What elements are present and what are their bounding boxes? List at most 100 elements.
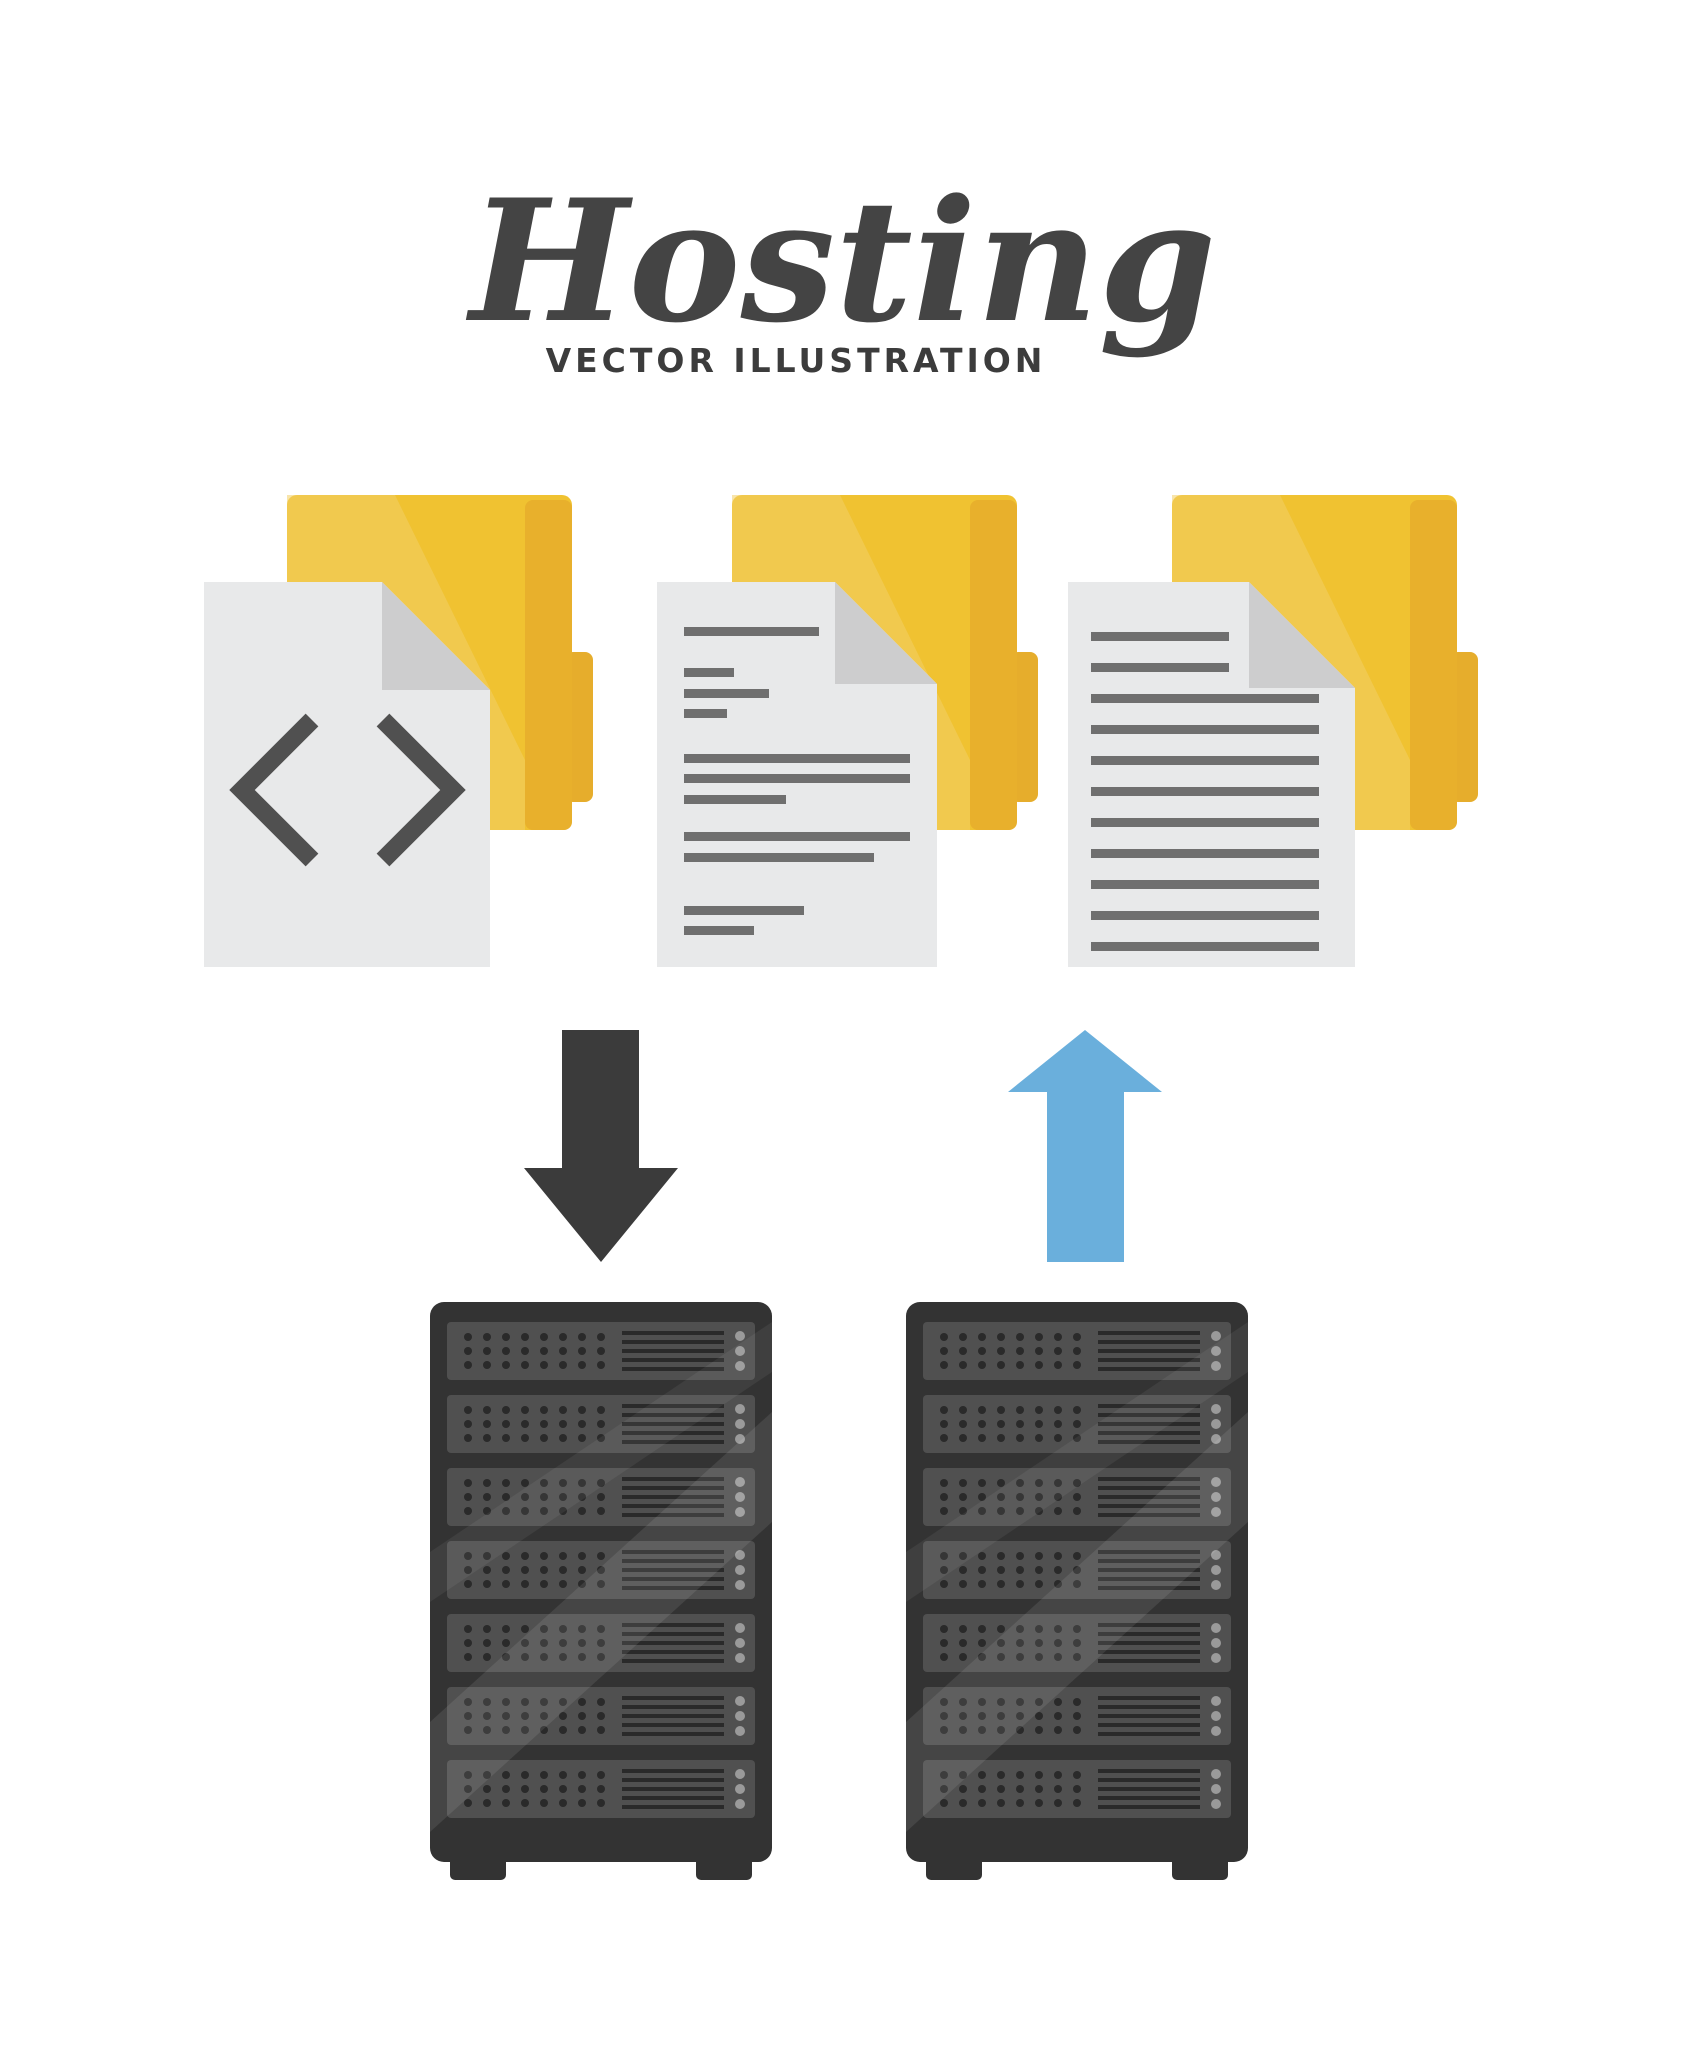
- vent-dot: [597, 1333, 605, 1341]
- drive-line: [1098, 1732, 1200, 1736]
- drive-line: [622, 1440, 724, 1444]
- glass-shine: [906, 1322, 1248, 1602]
- vent-dot: [483, 1507, 491, 1515]
- vent-dot: [521, 1566, 529, 1574]
- vent-dot: [483, 1434, 491, 1442]
- vent-dot: [959, 1361, 967, 1369]
- server-unit: [923, 1687, 1231, 1745]
- vent-dot: [1016, 1493, 1024, 1501]
- status-led: [735, 1550, 745, 1560]
- vent-dot: [959, 1785, 967, 1793]
- vent-dot: [940, 1347, 948, 1355]
- vent-dot: [1035, 1434, 1043, 1442]
- vent-dot: [578, 1493, 586, 1501]
- vent-dot: [1054, 1333, 1062, 1341]
- vent-dot: [597, 1625, 605, 1633]
- vent-dot: [978, 1625, 986, 1633]
- text-line: [1091, 942, 1319, 951]
- text-line: [684, 627, 819, 636]
- vent-dot: [1073, 1653, 1081, 1661]
- vent-dot: [559, 1361, 567, 1369]
- vent-dot: [540, 1361, 548, 1369]
- vent-dot: [1054, 1566, 1062, 1574]
- vent-dot: [978, 1434, 986, 1442]
- drive-line: [622, 1504, 724, 1508]
- drive-line: [622, 1769, 724, 1773]
- vent-dot: [1016, 1361, 1024, 1369]
- vent-dot: [578, 1639, 586, 1647]
- text-line: [684, 832, 910, 841]
- drive-line: [622, 1486, 724, 1490]
- vent-dot: [540, 1420, 548, 1428]
- server-unit: [923, 1395, 1231, 1453]
- vent-dot: [997, 1434, 1005, 1442]
- server-unit: [447, 1322, 755, 1380]
- vent-dot: [578, 1361, 586, 1369]
- drive-line: [1098, 1331, 1200, 1335]
- vent-dot: [997, 1726, 1005, 1734]
- vent-dot: [521, 1799, 529, 1807]
- vent-dot: [959, 1771, 967, 1779]
- vent-dot: [578, 1785, 586, 1793]
- vent-dot: [959, 1333, 967, 1341]
- vent-dot: [597, 1712, 605, 1720]
- vent-dot: [540, 1639, 548, 1647]
- vent-dot: [521, 1420, 529, 1428]
- vent-dot: [559, 1653, 567, 1661]
- status-led: [1211, 1507, 1221, 1517]
- vent-dot: [502, 1406, 510, 1414]
- drive-line: [622, 1331, 724, 1335]
- vent-dot: [597, 1698, 605, 1706]
- drive-line: [1098, 1632, 1200, 1636]
- drive-line: [1098, 1723, 1200, 1727]
- vent-dot: [1054, 1771, 1062, 1779]
- vent-dot: [1016, 1799, 1024, 1807]
- vent-dot: [1016, 1333, 1024, 1341]
- drive-line: [1098, 1714, 1200, 1718]
- drive-line: [1098, 1404, 1200, 1408]
- vent-dot: [578, 1625, 586, 1633]
- vent-dot: [464, 1361, 472, 1369]
- vent-dot: [540, 1799, 548, 1807]
- vent-dot: [959, 1698, 967, 1706]
- vent-dot: [1073, 1799, 1081, 1807]
- drive-line: [622, 1559, 724, 1563]
- status-led: [735, 1799, 745, 1809]
- vent-dot: [521, 1771, 529, 1779]
- vent-dot: [1016, 1580, 1024, 1588]
- text-line: [1091, 818, 1319, 827]
- status-led: [1211, 1477, 1221, 1487]
- text-line: [684, 774, 910, 783]
- text-line: [684, 795, 786, 804]
- vent-dot: [559, 1507, 567, 1515]
- vent-dot: [559, 1406, 567, 1414]
- vent-dot: [502, 1347, 510, 1355]
- vent-dot: [1054, 1712, 1062, 1720]
- vent-dot: [978, 1420, 986, 1428]
- vent-dot: [521, 1712, 529, 1720]
- vent-dot: [597, 1434, 605, 1442]
- drive-line: [622, 1477, 724, 1481]
- paper-fold: [382, 582, 490, 690]
- vent-dot: [540, 1493, 548, 1501]
- vent-dot: [1016, 1771, 1024, 1779]
- status-led: [1211, 1434, 1221, 1444]
- vent-dot: [1073, 1333, 1081, 1341]
- vent-dot: [502, 1361, 510, 1369]
- vent-dot: [1073, 1406, 1081, 1414]
- status-led: [1211, 1404, 1221, 1414]
- drive-line: [1098, 1413, 1200, 1417]
- vent-dot: [597, 1479, 605, 1487]
- vent-dot: [1016, 1420, 1024, 1428]
- status-led: [1211, 1565, 1221, 1575]
- vent-dot: [978, 1552, 986, 1560]
- vent-dot: [464, 1771, 472, 1779]
- vent-dot: [464, 1799, 472, 1807]
- vent-dot: [483, 1771, 491, 1779]
- drive-line: [622, 1413, 724, 1417]
- server-unit: [923, 1760, 1231, 1818]
- vent-dot: [1054, 1799, 1062, 1807]
- vent-dot: [578, 1552, 586, 1560]
- drive-line: [1098, 1477, 1200, 1481]
- vent-dot: [997, 1420, 1005, 1428]
